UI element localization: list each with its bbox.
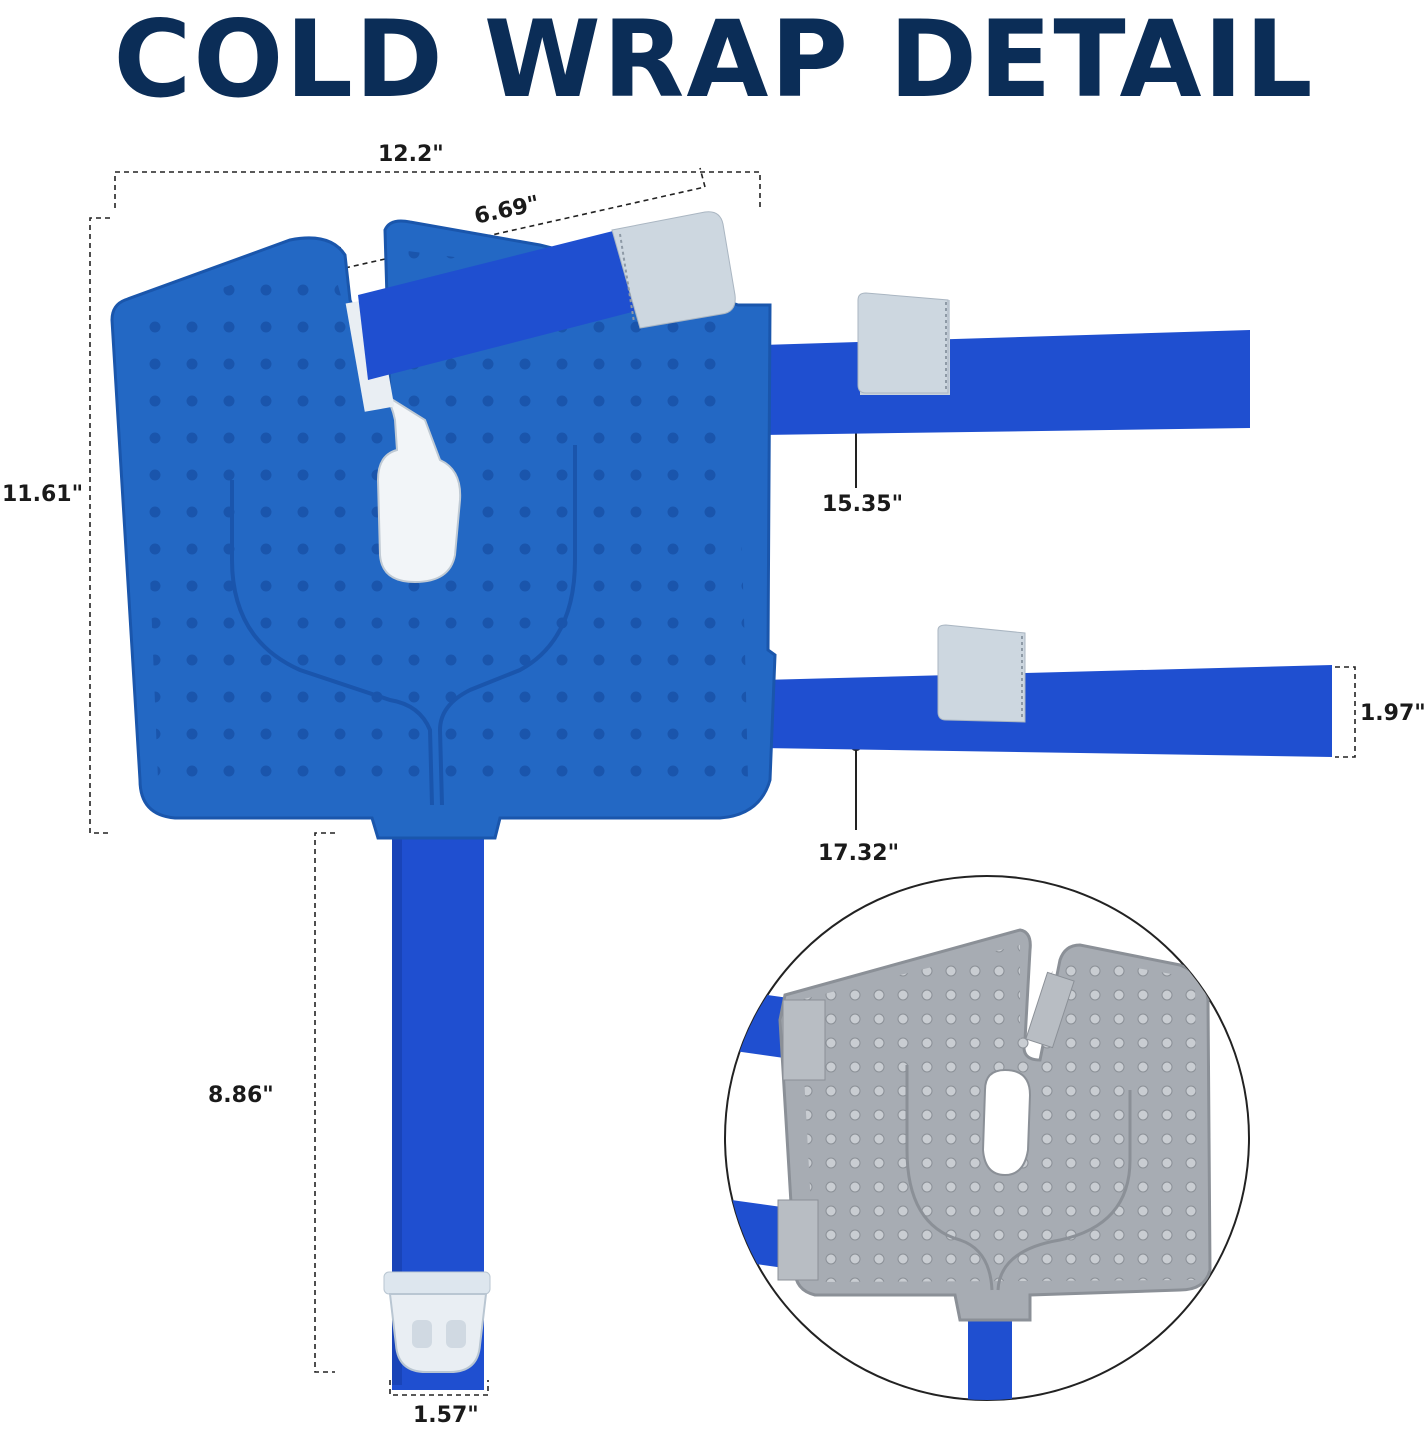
tube-strap [383, 820, 491, 1390]
dimension-lines [89, 167, 1356, 1396]
dim-overall-width: 12.2" [378, 142, 444, 167]
upper-strap [760, 292, 1250, 435]
dim-height: 11.61" [2, 482, 84, 507]
dim-tube-length: 8.86" [208, 1083, 274, 1108]
dim-strap-width: 1.97" [1360, 701, 1426, 726]
top-strap [358, 211, 736, 380]
lower-strap [760, 624, 1332, 757]
cold-wrap-body [110, 219, 777, 840]
inner-pad-inset [724, 875, 1250, 1401]
strap-leader-lines [850, 396, 862, 830]
dim-tube-width: 1.57" [413, 1403, 479, 1428]
page-title: COLD WRAP DETAIL [113, 0, 1315, 121]
dim-upper-strap: 15.35" [822, 492, 904, 517]
dim-lower-strap: 17.32" [818, 841, 900, 866]
